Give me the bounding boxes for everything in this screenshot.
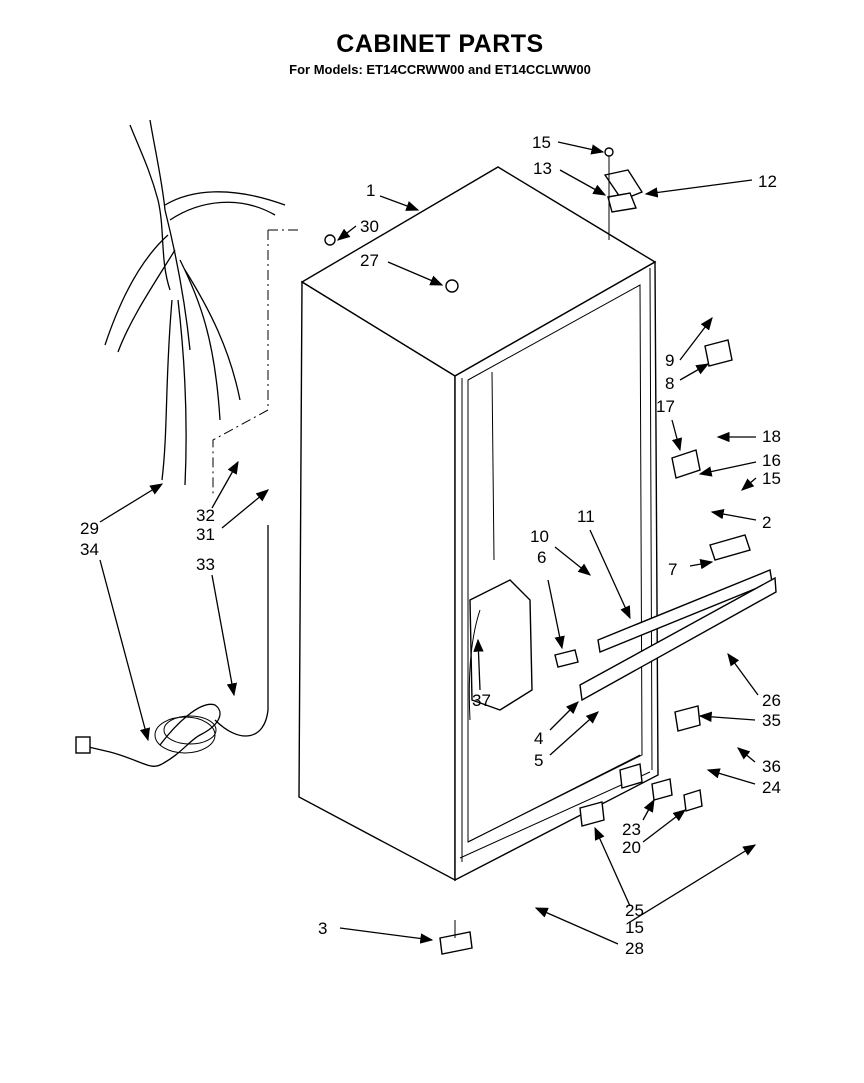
callout-28: 28 xyxy=(625,939,644,958)
callout-8: 8 xyxy=(665,374,674,393)
callout-25: 25 xyxy=(625,901,644,920)
callout-27: 27 xyxy=(360,251,379,270)
callout-34: 34 xyxy=(80,540,99,559)
callout-7: 7 xyxy=(668,560,677,579)
callout-1: 1 xyxy=(366,181,375,200)
callout-9: 9 xyxy=(665,351,674,370)
callout-32: 32 xyxy=(196,506,215,525)
callout-15-right: 15 xyxy=(762,469,781,488)
callout-5: 5 xyxy=(534,751,543,770)
callout-37: 37 xyxy=(472,691,491,710)
callout-11: 11 xyxy=(577,507,595,526)
callout-23: 23 xyxy=(622,820,641,839)
diagram-subtitle: For Models: ET14CCRWW00 and ET14CCLWW00 xyxy=(289,62,591,77)
callout-30: 30 xyxy=(360,217,379,236)
callout-17: 17 xyxy=(656,397,675,416)
callout-10: 10 xyxy=(530,527,549,546)
wire-harness xyxy=(104,119,300,495)
diagram-title: CABINET PARTS xyxy=(336,30,544,58)
callout-6: 6 xyxy=(537,548,546,567)
callout-12: 12 xyxy=(758,172,777,191)
callout-33: 33 xyxy=(196,555,215,574)
callout-26: 26 xyxy=(762,691,781,710)
power-cord xyxy=(75,525,269,767)
callout-20: 20 xyxy=(622,838,641,857)
callout-36: 36 xyxy=(762,757,781,776)
callout-31: 31 xyxy=(196,525,215,544)
callout-2: 2 xyxy=(762,513,771,532)
callout-4: 4 xyxy=(534,729,543,748)
drain-assembly xyxy=(439,339,777,955)
callout-15-top: 15 xyxy=(532,133,551,152)
callout-18: 18 xyxy=(762,427,781,446)
top-hinge xyxy=(324,147,644,293)
callout-13: 13 xyxy=(533,159,552,178)
callout-24: 24 xyxy=(762,778,781,797)
leader-lines xyxy=(99,141,759,945)
cabinet-body xyxy=(298,166,659,882)
callout-16: 16 xyxy=(762,451,781,470)
callout-labels: 1 2 3 4 5 6 7 8 9 10 11 12 13 15 15 15 1… xyxy=(80,133,781,958)
callout-15-bottom: 15 xyxy=(625,918,644,937)
callout-35: 35 xyxy=(762,711,781,730)
callout-3: 3 xyxy=(318,919,327,938)
callout-29: 29 xyxy=(80,519,99,538)
